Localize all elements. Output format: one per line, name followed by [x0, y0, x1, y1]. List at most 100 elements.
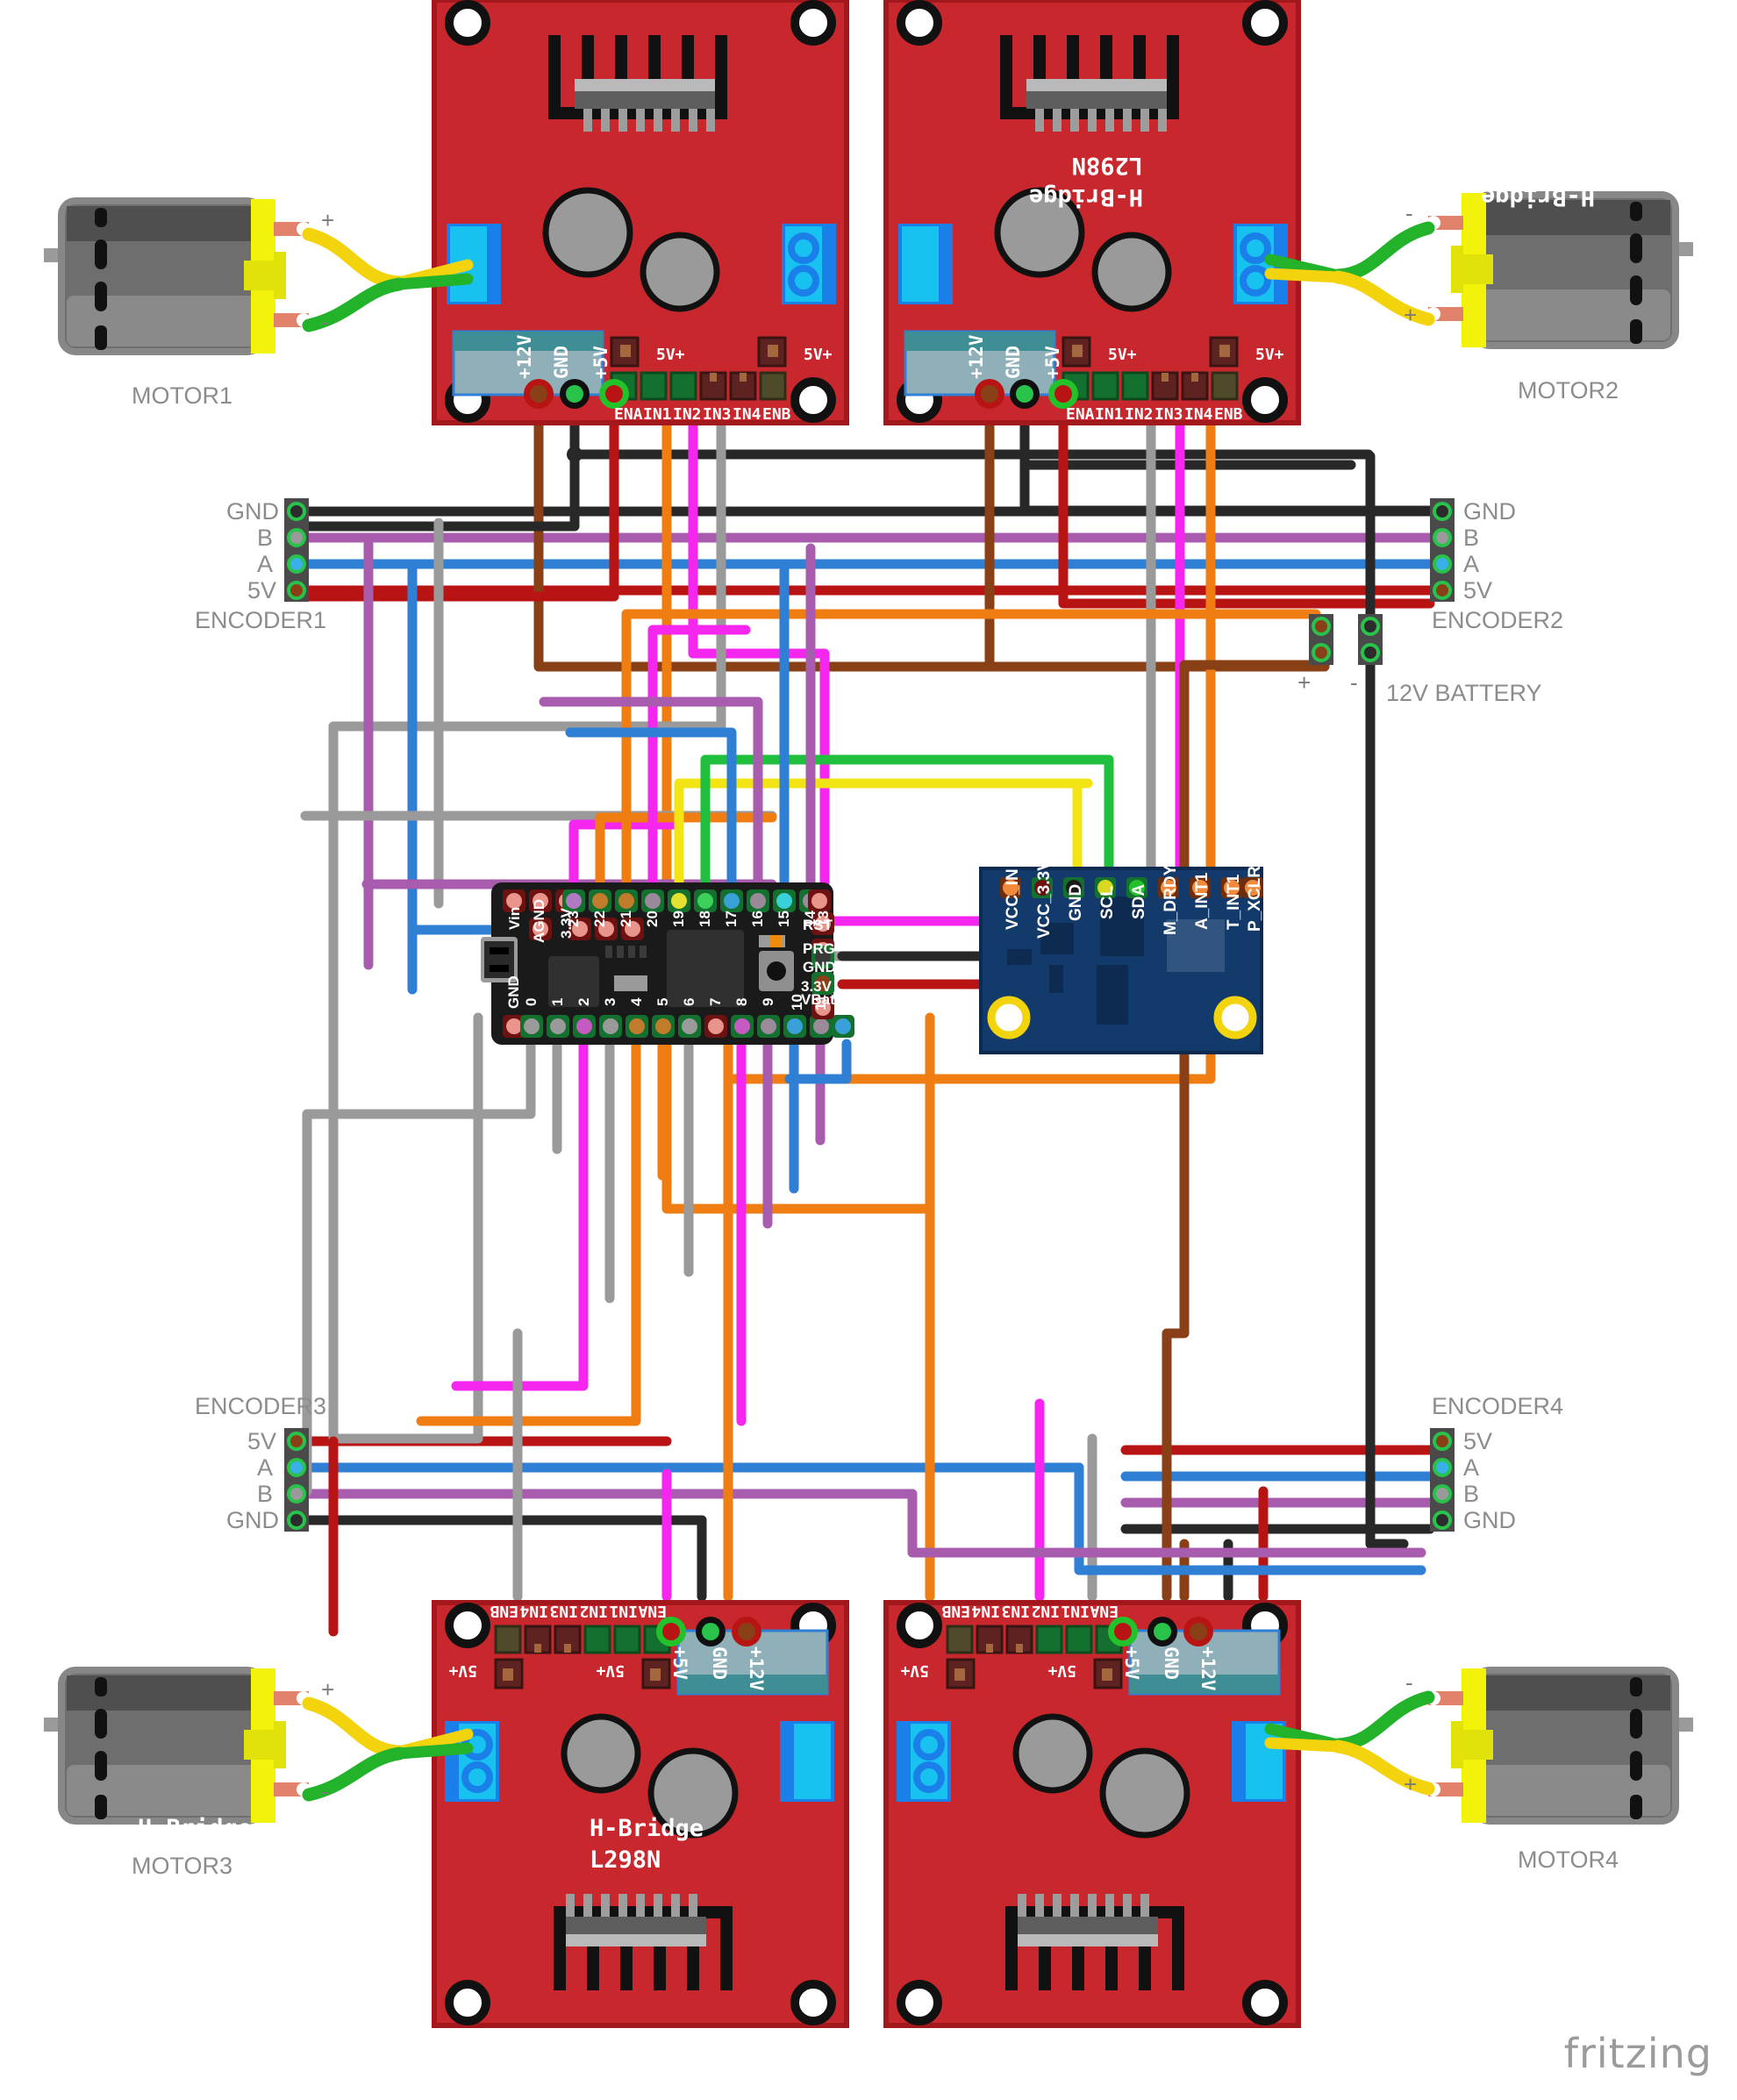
- svg-text:IN4: IN4: [519, 1602, 548, 1620]
- svg-text:5V+: 5V+: [1108, 346, 1137, 364]
- svg-text:20: 20: [644, 911, 661, 927]
- encoder-4-pin-a: A: [1463, 1454, 1480, 1481]
- svg-text:H-Bridge: H-Bridge: [1029, 183, 1143, 211]
- svg-text:H-Bridge: H-Bridge: [138, 1815, 252, 1842]
- svg-text:13: 13: [815, 911, 832, 927]
- svg-text:GND: GND: [1161, 1646, 1182, 1680]
- motor-3-minus: -: [321, 1778, 329, 1804]
- hbridge3-silkscreen: L298N H-Bridge +12V GND +5V 5V+ 5V+ ENA …: [138, 1602, 767, 1874]
- svg-text:P_XCLR: P_XCLR: [1246, 866, 1264, 932]
- fritzing-watermark: fritzing: [1563, 2030, 1712, 2077]
- svg-text:GND: GND: [709, 1646, 730, 1680]
- encoder-2-pin-a: A: [1463, 551, 1480, 577]
- svg-text:Vin: Vin: [506, 907, 523, 930]
- battery-terminals: [1309, 614, 1383, 665]
- hbridge4-silkscreen: L298N H-Bridge +12V GND +5V 5V+ 5V+ ENA …: [590, 1602, 1219, 1874]
- encoder-1-pin-b: B: [257, 525, 274, 551]
- svg-text:GND: GND: [1003, 346, 1024, 379]
- svg-text:18: 18: [697, 911, 713, 927]
- encoder-3-label: ENCODER3: [195, 1393, 327, 1419]
- motor-4-plus: +: [1404, 1771, 1418, 1797]
- svg-text:5V+: 5V+: [804, 346, 833, 364]
- svg-text:ENA: ENA: [638, 1602, 667, 1620]
- svg-text:11: 11: [812, 995, 829, 1011]
- encoder-3-pin-gnd: GND: [226, 1507, 279, 1533]
- encoder-1-label: ENCODER1: [195, 607, 327, 633]
- svg-text:L298N: L298N: [590, 1846, 661, 1874]
- svg-text:AGND: AGND: [531, 899, 547, 943]
- svg-text:4: 4: [628, 997, 645, 1006]
- teensy-board: [481, 882, 854, 1045]
- svg-text:P_EOC: P_EOC: [1266, 866, 1284, 923]
- svg-text:5V+: 5V+: [596, 1661, 625, 1680]
- svg-text:GND: GND: [1067, 884, 1085, 921]
- svg-text:+12V: +12V: [746, 1646, 767, 1691]
- svg-text:IN2: IN2: [1031, 1602, 1060, 1620]
- motor-2-minus: -: [1405, 200, 1413, 226]
- svg-text:H-Bridge: H-Bridge: [1481, 183, 1595, 211]
- svg-text:+12V: +12V: [514, 334, 535, 379]
- svg-text:16: 16: [749, 911, 766, 927]
- svg-text:IN4: IN4: [971, 1602, 1000, 1620]
- svg-text:+5V: +5V: [1042, 346, 1063, 379]
- hbridge1-silkscreen: L298N H-Bridge +12V GND +5V 5V+ 5V+ ENA …: [514, 152, 1143, 424]
- svg-text:5V+: 5V+: [448, 1661, 477, 1680]
- svg-text:IN1: IN1: [1061, 1602, 1090, 1620]
- motor-1-plus: +: [321, 207, 335, 233]
- svg-text:H-Bridge: H-Bridge: [590, 1815, 704, 1842]
- motor-2-plus: +: [1404, 302, 1418, 328]
- svg-text:IN3: IN3: [1154, 405, 1183, 424]
- svg-text:17: 17: [723, 911, 740, 927]
- svg-text:7: 7: [707, 998, 724, 1006]
- svg-text:23: 23: [565, 911, 582, 927]
- encoder-2-pin-b: B: [1463, 525, 1480, 551]
- svg-text:GND: GND: [551, 346, 572, 379]
- svg-text:22: 22: [591, 911, 608, 927]
- motor-3-label: MOTOR3: [132, 1853, 233, 1879]
- svg-text:5V+: 5V+: [656, 346, 685, 364]
- battery-label: 12V BATTERY: [1386, 680, 1542, 706]
- svg-text:PRG: PRG: [803, 940, 835, 957]
- encoder-4-pin-5v: 5V: [1463, 1428, 1493, 1454]
- svg-text:+5V: +5V: [669, 1646, 690, 1680]
- svg-text:+12V: +12V: [966, 334, 987, 379]
- svg-text:5V+: 5V+: [1047, 1661, 1076, 1680]
- svg-text:IN1: IN1: [643, 405, 672, 424]
- svg-text:5: 5: [654, 998, 671, 1006]
- svg-text:SDA: SDA: [1130, 884, 1148, 919]
- svg-text:L298N: L298N: [1072, 152, 1143, 179]
- teensy-silkscreen: Vin AGND 3.3V 23 22 21 20 19 18 17 16 15…: [505, 899, 848, 1011]
- encoder-1-pin-a: A: [257, 551, 274, 577]
- svg-text:IN2: IN2: [1125, 405, 1154, 424]
- svg-text:IN2: IN2: [673, 405, 702, 424]
- svg-text:VBat: VBat: [801, 991, 835, 1008]
- svg-text:12: 12: [832, 994, 848, 1011]
- svg-text:19: 19: [670, 911, 687, 927]
- svg-text:ENB: ENB: [1214, 405, 1243, 424]
- encoder-4-pin-gnd: GND: [1463, 1507, 1516, 1533]
- battery-minus: -: [1350, 669, 1358, 696]
- encoder-3-pin-5v: 5V: [247, 1428, 277, 1454]
- encoder-1-pin-gnd: GND: [226, 498, 279, 525]
- encoder-2-label: ENCODER2: [1432, 607, 1564, 633]
- motor-4-label: MOTOR4: [1518, 1846, 1619, 1873]
- svg-text:14: 14: [802, 911, 818, 927]
- svg-text:IN3: IN3: [703, 405, 732, 424]
- svg-text:L298N: L298N: [1524, 152, 1595, 179]
- svg-text:IN4: IN4: [733, 405, 761, 424]
- svg-text:T_INT1: T_INT1: [1225, 874, 1243, 930]
- svg-text:RST: RST: [803, 917, 833, 933]
- svg-text:A_INT1: A_INT1: [1193, 872, 1212, 930]
- svg-text:3.3V: 3.3V: [801, 978, 833, 995]
- motor-4-minus: -: [1405, 1669, 1413, 1696]
- svg-text:3: 3: [602, 998, 618, 1006]
- svg-text:5V+: 5V+: [1255, 346, 1284, 364]
- svg-text:10: 10: [789, 994, 805, 1011]
- svg-text:8: 8: [733, 998, 750, 1006]
- encoder-3-pin-b: B: [257, 1481, 274, 1507]
- svg-text:15: 15: [776, 911, 792, 927]
- svg-text:+12V: +12V: [1197, 1646, 1219, 1691]
